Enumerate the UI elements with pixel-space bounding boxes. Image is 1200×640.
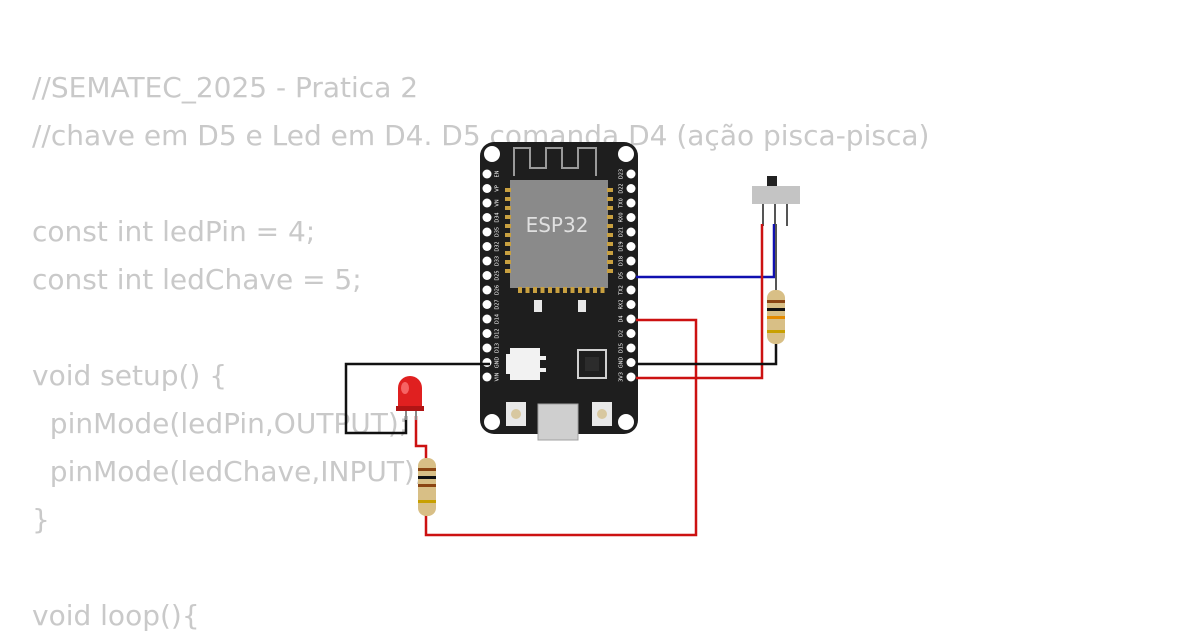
- en-button[interactable]: [506, 402, 526, 426]
- pin-label: D34: [495, 212, 501, 222]
- pin-label: D13: [495, 343, 501, 353]
- wire-gnd-led[interactable]: [344, 362, 490, 435]
- pin-left-gnd[interactable]: [482, 358, 492, 367]
- pin-label: VN: [495, 199, 501, 206]
- pin-label: GND: [495, 357, 501, 369]
- esp32-module: [510, 180, 608, 288]
- code-line: void loop(){: [32, 599, 200, 632]
- pin-right-d5[interactable]: [626, 271, 636, 280]
- pin-label: D18: [619, 256, 625, 266]
- pin-label: D4: [619, 315, 625, 322]
- wire-d5-switch[interactable]: [636, 224, 776, 279]
- code-line: void setup() {: [32, 359, 228, 392]
- led-red[interactable]: [396, 376, 424, 420]
- pin-label: D21: [619, 227, 625, 237]
- pin-right-3v3[interactable]: [626, 372, 636, 382]
- pin-label: EN: [495, 170, 501, 177]
- pin-right-d21[interactable]: [626, 227, 636, 237]
- usb-connector: [537, 403, 579, 441]
- wire-led-resistor[interactable]: [414, 416, 428, 458]
- pin-left-vin[interactable]: [482, 372, 492, 382]
- wire-d4-led-resistor[interactable]: [424, 318, 698, 537]
- boot-button[interactable]: [592, 402, 612, 426]
- code-line: pinMode(ledPin,OUTPUT);: [32, 407, 409, 440]
- pin-label: D19: [619, 241, 625, 251]
- pin-label: TX2: [619, 285, 625, 296]
- pin-right-d4[interactable]: [626, 314, 636, 324]
- pin-label: D32: [495, 241, 501, 251]
- pin-left-d14[interactable]: [482, 314, 492, 324]
- pin-left-d34[interactable]: [482, 213, 492, 222]
- pin-label: VP: [495, 185, 501, 191]
- pin-right-d18[interactable]: [626, 256, 636, 266]
- pin-left-d26[interactable]: [482, 285, 492, 295]
- code-editor-text: //SEMATEC_2025 - Pratica 2 //chave em D5 …: [32, 64, 929, 640]
- code-line: pinMode(ledChave,INPUT);: [32, 455, 425, 488]
- code-line: }: [32, 503, 50, 536]
- code-line: //chave em D5 e Led em D4. D5 comanda D4…: [32, 119, 930, 152]
- code-line: const int ledPin = 4;: [32, 215, 316, 248]
- pin-left-vp[interactable]: [482, 184, 492, 193]
- code-line: //SEMATEC_2025 - Pratica 2: [32, 71, 419, 104]
- pin-right-d22[interactable]: [626, 184, 636, 193]
- pin-label: D14: [495, 314, 501, 324]
- pin-label: VIN: [495, 372, 501, 381]
- voltage-regulator: [510, 348, 540, 380]
- pin-left-d33[interactable]: [482, 256, 492, 266]
- pin-label: 3V3: [619, 372, 625, 382]
- pin-right-d2[interactable]: [626, 329, 636, 338]
- pin-right-tx0[interactable]: [626, 198, 636, 208]
- pin-label: D15: [619, 343, 625, 353]
- antenna-trace: [513, 147, 597, 176]
- pin-left-d27[interactable]: [482, 300, 492, 309]
- pin-label: D26: [495, 285, 501, 295]
- pin-left-vn[interactable]: [482, 198, 492, 208]
- pin-left-d13[interactable]: [482, 343, 492, 353]
- pin-label: D22: [619, 183, 625, 193]
- pin-label: D23: [619, 169, 625, 179]
- chip-label: ESP32: [526, 213, 589, 237]
- slide-switch[interactable]: [752, 176, 800, 226]
- esp32-board[interactable]: ESP32 ENVPVND34D35D32D33D25D26D27D14D12D…: [480, 142, 638, 441]
- pin-left-d35[interactable]: [482, 227, 492, 237]
- pin-label: D2: [619, 330, 625, 337]
- code-line: const int ledChave = 5;: [32, 263, 362, 296]
- pin-right-rx2[interactable]: [626, 300, 636, 309]
- pin-right-d19[interactable]: [626, 242, 636, 251]
- pin-right-tx2[interactable]: [626, 285, 636, 295]
- pin-label: RX2: [619, 299, 625, 309]
- pin-right-d23[interactable]: [626, 169, 636, 179]
- pin-label: RX0: [619, 212, 625, 222]
- pin-left-d32[interactable]: [482, 242, 492, 251]
- wire-3v3-switch[interactable]: [636, 224, 764, 380]
- resistor-pulldown[interactable]: [767, 290, 785, 344]
- pin-left-d12[interactable]: [482, 329, 492, 338]
- pin-label: D27: [495, 299, 501, 309]
- pin-label: D25: [495, 270, 501, 280]
- resistor-led[interactable]: [418, 458, 436, 516]
- pin-right-d15[interactable]: [626, 343, 636, 353]
- pin-label: D12: [495, 328, 501, 338]
- pin-left-en[interactable]: [482, 169, 492, 179]
- pin-right-rx0[interactable]: [626, 213, 636, 222]
- pin-right-gnd[interactable]: [626, 358, 636, 367]
- led-body: [398, 376, 422, 408]
- wire-gnd-pulldown[interactable]: [636, 344, 778, 366]
- pin-label: GND: [619, 357, 625, 369]
- pin-label: TX0: [619, 198, 625, 209]
- pin-label: D33: [495, 256, 501, 266]
- pin-label: D35: [495, 227, 501, 237]
- pin-label: D5: [619, 272, 625, 279]
- pin-left-d25[interactable]: [482, 271, 492, 280]
- module-pins: [505, 188, 613, 293]
